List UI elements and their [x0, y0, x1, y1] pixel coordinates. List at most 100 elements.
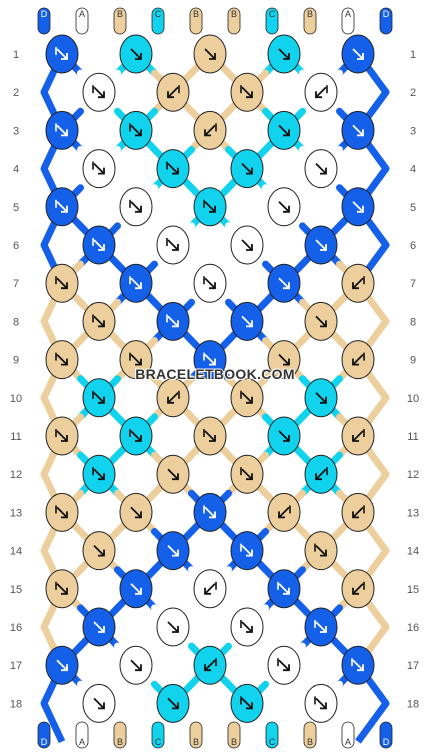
- knot: [267, 263, 301, 303]
- knot: [193, 645, 227, 685]
- strand-end-top: [341, 7, 355, 35]
- arrow-down-right-icon: [314, 696, 327, 710]
- row-number-left: 17: [10, 660, 22, 672]
- knot: [267, 187, 301, 227]
- arrow-down-left-icon: [315, 467, 328, 481]
- arrow-head: [61, 129, 68, 137]
- strand-label-top: B: [307, 9, 313, 19]
- knot: [119, 187, 153, 227]
- arrow-head: [283, 435, 290, 442]
- knot: [156, 72, 190, 112]
- arrow-head: [278, 511, 285, 519]
- arrow-head: [315, 473, 322, 481]
- arrow-shaft: [56, 48, 68, 60]
- arrow-down-left-icon: [352, 581, 365, 595]
- arrow-down-left-icon: [204, 123, 217, 137]
- knot: [193, 416, 227, 456]
- arrow-down-right-icon: [278, 430, 290, 442]
- arrow-head: [357, 205, 364, 213]
- knot: [341, 492, 375, 532]
- arrow-head: [61, 205, 68, 213]
- arrow-head: [352, 587, 359, 595]
- knot: [304, 454, 338, 494]
- strand-end-top: [113, 7, 127, 35]
- arrow-shaft: [93, 468, 105, 480]
- row-number-right: 14: [407, 546, 419, 558]
- row-number-left: 14: [10, 546, 22, 558]
- arrow-down-right-icon: [130, 659, 142, 672]
- strand-label-bottom: D: [383, 737, 390, 747]
- strand-end-top: [227, 7, 241, 35]
- arrow-down-left-icon: [204, 658, 217, 672]
- knot: [82, 607, 116, 647]
- arrow-head: [246, 396, 253, 404]
- arrow-shaft: [278, 583, 290, 595]
- knot: [267, 645, 301, 685]
- strand-label-bottom: B: [231, 737, 237, 747]
- arrow-head: [320, 244, 327, 251]
- arrow-shaft: [352, 506, 364, 519]
- arrow-head: [209, 282, 216, 290]
- knot: [45, 416, 79, 456]
- arrow-down-right-icon: [167, 468, 179, 481]
- arrow-head: [167, 91, 174, 99]
- arrow-head: [135, 53, 142, 60]
- knot: [119, 34, 153, 74]
- arrow-head: [135, 205, 142, 213]
- arrow-down-right-icon: [203, 505, 216, 519]
- row-number-right: 8: [410, 316, 416, 328]
- arrow-shaft: [315, 162, 327, 175]
- arrow-head: [204, 587, 211, 595]
- knot: [156, 225, 190, 265]
- strand-end-bottom: [151, 721, 165, 749]
- arrow-down-right-icon: [203, 429, 216, 442]
- strand-end-top: [265, 7, 279, 35]
- knot: [193, 569, 227, 609]
- arrow-head: [98, 396, 105, 404]
- arrow-shaft: [93, 315, 105, 328]
- knot: [82, 378, 116, 418]
- arrow-head: [357, 664, 364, 672]
- arrow-down-right-icon: [55, 352, 68, 366]
- arrow-down-right-icon: [55, 505, 68, 519]
- arrow-shaft: [167, 239, 179, 251]
- arrow-shaft: [241, 697, 253, 710]
- strand-end-bottom: [341, 721, 355, 749]
- arrow-head: [283, 53, 290, 60]
- strand-end-bottom: [113, 721, 127, 749]
- arrow-down-left-icon: [352, 429, 365, 442]
- knot: [82, 683, 116, 723]
- strand-end-top: [37, 7, 51, 35]
- arrow-head: [320, 396, 327, 404]
- arrow-head: [352, 511, 359, 519]
- arrow-head: [357, 53, 364, 60]
- row-number-left: 9: [13, 355, 19, 367]
- arrow-shaft: [315, 468, 327, 480]
- arrow-shaft: [93, 162, 105, 175]
- arrow-head: [135, 129, 142, 137]
- arrow-shaft: [315, 621, 327, 633]
- row-number-left: 12: [10, 469, 22, 481]
- row-number-left: 15: [10, 584, 22, 596]
- arrow-head: [61, 435, 68, 442]
- arrow-down-right-icon: [92, 85, 105, 99]
- knot: [304, 225, 338, 265]
- arrow-down-right-icon: [92, 161, 105, 175]
- knot: [304, 378, 338, 418]
- arrow-shaft: [93, 239, 105, 251]
- arrow-down-left-icon: [278, 505, 291, 519]
- knot: [119, 263, 153, 303]
- arrow-down-right-icon: [204, 48, 216, 60]
- knot: [156, 531, 190, 571]
- arrow-head: [352, 282, 359, 290]
- arrow-down-right-icon: [240, 390, 253, 404]
- arrow-shaft: [278, 430, 290, 442]
- arrow-shaft: [204, 201, 216, 213]
- arrow-head: [135, 282, 142, 290]
- arrow-head: [246, 549, 253, 557]
- arrow-down-right-icon: [93, 621, 105, 633]
- arrow-shaft: [56, 430, 68, 442]
- knot: [119, 340, 153, 380]
- arrow-shaft: [204, 353, 216, 366]
- knot: [156, 378, 190, 418]
